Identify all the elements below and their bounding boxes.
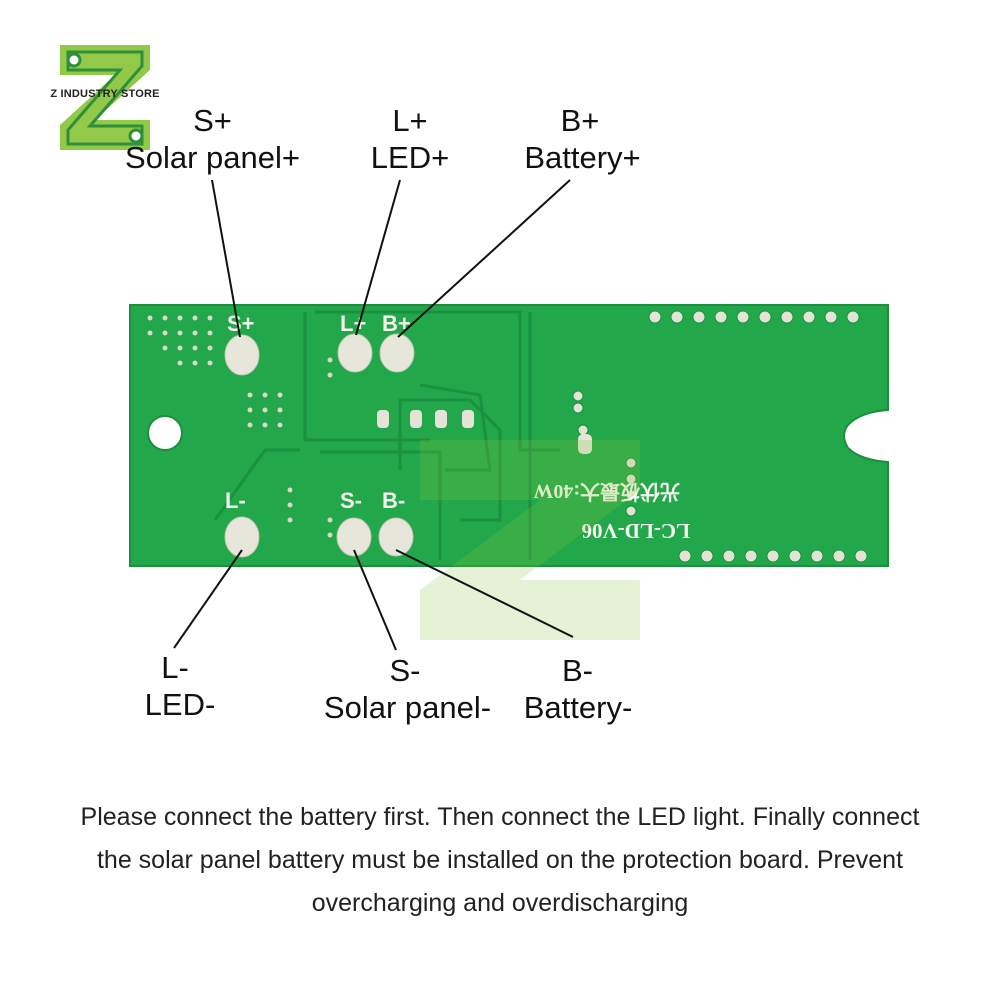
callout-l-plus-name: LED+ <box>370 140 450 175</box>
pad-l-plus <box>337 333 373 373</box>
store-logo <box>60 45 150 150</box>
silk-model: LC-LD-V06 <box>582 519 691 543</box>
pad-b-plus <box>379 333 415 373</box>
callout-b-minus-name: Battery- <box>523 690 633 725</box>
leader-l-minus <box>173 549 243 649</box>
silk-power: 光伏板最大:40W <box>533 480 681 504</box>
leader-s-plus <box>211 179 241 338</box>
leader-s-minus <box>353 549 397 651</box>
silk-l-minus: L- <box>225 488 246 513</box>
silk-s-plus: S+ <box>227 311 255 336</box>
pcb-board <box>129 304 889 567</box>
callout-s-minus-code: S- <box>389 653 421 688</box>
callout-b-plus-code: B+ <box>560 103 600 138</box>
leader-b-minus <box>395 549 574 638</box>
pad-b-minus <box>378 517 414 557</box>
leader-l-plus <box>355 179 401 336</box>
mounting-hole <box>147 415 183 451</box>
silk-s-minus: S- <box>340 488 362 513</box>
watermark-logo <box>420 440 640 640</box>
pad-s-plus <box>224 334 260 376</box>
callout-l-minus-code: L- <box>161 650 189 685</box>
logo-brand-text: Z INDUSTRY STORE <box>50 88 160 100</box>
leader-b-plus <box>397 179 571 338</box>
connection-instructions: Please connect the battery first. Then c… <box>80 803 920 917</box>
callout-l-plus-code: L+ <box>392 103 428 138</box>
silk-b-plus: B+ <box>382 311 411 336</box>
callout-b-minus-code: B- <box>562 653 593 688</box>
silk-b-minus: B- <box>382 488 405 513</box>
callout-s-plus-name: Solar panel+ <box>125 140 300 175</box>
callout-s-plus-code: S+ <box>193 103 232 138</box>
callout-l-minus-name: LED- <box>144 687 216 722</box>
pad-l-minus <box>224 516 260 558</box>
callout-s-minus-name: Solar panel- <box>323 690 492 725</box>
pad-s-minus <box>336 517 372 557</box>
callout-b-plus-name: Battery+ <box>524 140 641 175</box>
